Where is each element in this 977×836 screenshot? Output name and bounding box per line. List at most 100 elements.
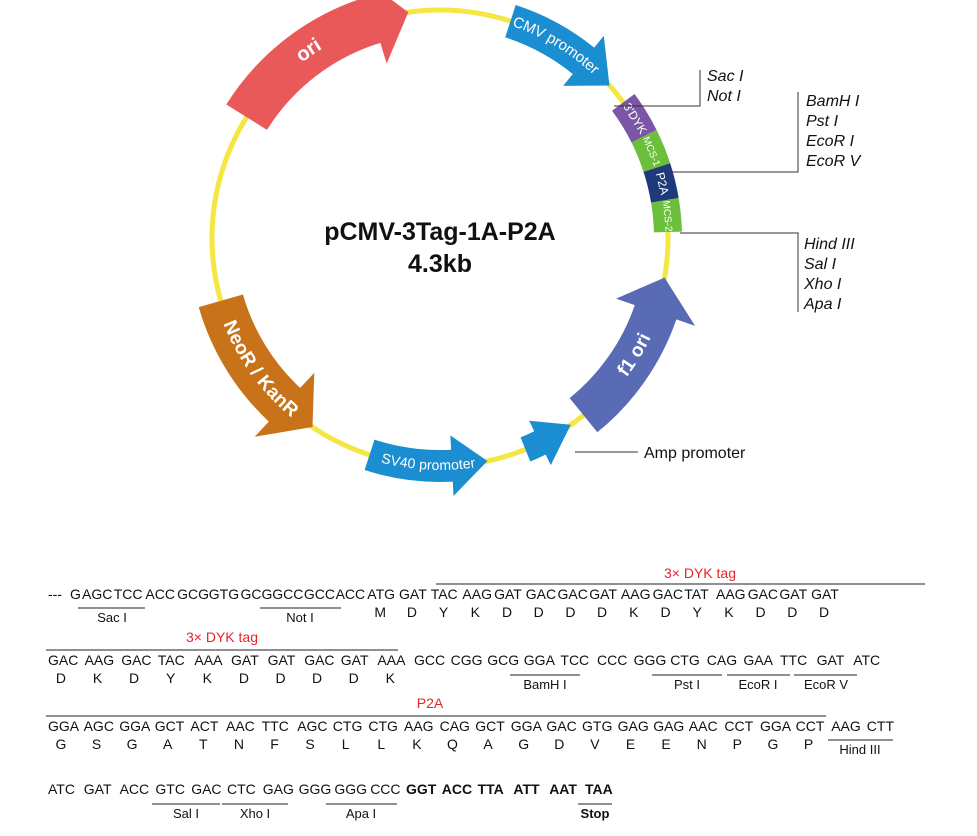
codon: ATG <box>367 586 395 602</box>
sv40-promoter-arrow <box>364 435 488 497</box>
codon: GAC <box>526 586 556 602</box>
amino-acid: S <box>92 736 101 752</box>
codon: ATT <box>513 781 540 797</box>
codon: GCC <box>272 586 303 602</box>
codon: CAG <box>707 652 737 668</box>
amino-acid: D <box>554 736 564 752</box>
codon: GAT <box>779 586 807 602</box>
site-sal: Sal I <box>804 256 837 273</box>
codon: GCG <box>487 652 519 668</box>
amino-acid: D <box>756 604 766 620</box>
codon: GGA <box>511 718 543 734</box>
amino-acid: D <box>239 670 249 686</box>
codon: GGA <box>760 718 792 734</box>
site-bamh: BamH I <box>806 93 860 110</box>
codon: ATC <box>853 652 880 668</box>
codon: GGG <box>634 652 667 668</box>
enzyme-sac: Sac I <box>97 610 127 625</box>
codon: ACC <box>145 586 175 602</box>
amino-acid: G <box>55 736 66 752</box>
amino-acid: E <box>661 736 670 752</box>
codon: AAG <box>404 718 434 734</box>
codon: TTC <box>262 718 289 734</box>
codon: ACC <box>120 781 150 797</box>
enzyme-bam: BamH I <box>523 677 566 692</box>
amino-acid: N <box>697 736 707 752</box>
codon: GAC <box>748 586 778 602</box>
mcs1-block <box>631 130 671 172</box>
amino-acid: L <box>342 736 350 752</box>
amino-acid: Y <box>166 670 176 686</box>
codon: AAG <box>716 586 746 602</box>
enzyme-ecorv: EcoR V <box>804 677 848 692</box>
amino-acid: Y <box>439 604 449 620</box>
amino-acid: F <box>270 736 279 752</box>
codon: GGA <box>524 652 556 668</box>
amp-promoter-label: Amp promoter <box>644 445 746 462</box>
stop-label: Stop <box>581 806 610 821</box>
codon: GAT <box>589 586 617 602</box>
callout-line-mcs1 <box>672 92 799 173</box>
amino-acid: G <box>518 736 529 752</box>
codon: AAT <box>549 781 577 797</box>
codon: GAG <box>263 781 294 797</box>
codon: GGT <box>406 781 437 797</box>
amino-acid: V <box>590 736 600 752</box>
codon: GAT <box>341 652 369 668</box>
codon: CCT <box>796 718 825 734</box>
site-apa: Apa I <box>803 296 842 313</box>
mcs2-block <box>651 198 682 233</box>
amino-acid: D <box>56 670 66 686</box>
amino-acid: D <box>787 604 797 620</box>
codon: GGG <box>334 781 367 797</box>
amino-acid: K <box>93 670 103 686</box>
codon: ACC <box>336 586 366 602</box>
amino-acid: S <box>305 736 314 752</box>
callout-line-mcs2 <box>680 232 799 312</box>
amino-acid: D <box>660 604 670 620</box>
codon: CAG <box>440 718 470 734</box>
amino-acid: D <box>349 670 359 686</box>
amino-acid: D <box>597 604 607 620</box>
codon: CCT <box>724 718 753 734</box>
codon: AGC <box>82 586 112 602</box>
amino-acid: P <box>733 736 742 752</box>
amino-acid: Y <box>693 604 703 620</box>
codon: GTC <box>155 781 185 797</box>
amino-acid: D <box>502 604 512 620</box>
codon: TAC <box>158 652 185 668</box>
codon: GAT <box>817 652 845 668</box>
ori-arrow <box>226 0 409 130</box>
amino-acid: M <box>374 604 386 620</box>
amino-acid: K <box>412 736 422 752</box>
codon: GCT <box>155 718 185 734</box>
codon: GGG <box>299 781 332 797</box>
enzyme-pst: Pst I <box>674 677 700 692</box>
codon: AAC <box>226 718 255 734</box>
codon: GAT <box>494 586 522 602</box>
codon: GCT <box>475 718 505 734</box>
cmv-promoter-arrow <box>505 4 610 86</box>
amino-acid: D <box>819 604 829 620</box>
amino-acid: T <box>199 736 208 752</box>
codon: TCC <box>114 586 143 602</box>
codon: TTC <box>780 652 807 668</box>
codon: GGA <box>119 718 151 734</box>
codon: --- <box>48 586 62 602</box>
codon: GGA <box>48 718 80 734</box>
tag-label-dyk-2: 3× DYK tag <box>186 629 258 645</box>
site-ecorv: EcoR V <box>806 153 862 170</box>
site-not: Not I <box>707 88 741 105</box>
codon: GTG <box>582 718 612 734</box>
amino-acid: D <box>275 670 285 686</box>
codon: CGG <box>451 652 483 668</box>
plasmid-name: pCMV-3Tag-1A-P2A <box>324 218 556 246</box>
codon: AAC <box>689 718 718 734</box>
codon: AAG <box>621 586 651 602</box>
enzyme-not: Not I <box>286 610 313 625</box>
codon: GTG <box>209 586 239 602</box>
amino-acid: G <box>767 736 778 752</box>
amino-acid: Q <box>447 736 458 752</box>
seq-line-2: GACDAAGKGACDTACYAAAKGATDGATDGACDGATDAAAK… <box>48 652 880 686</box>
